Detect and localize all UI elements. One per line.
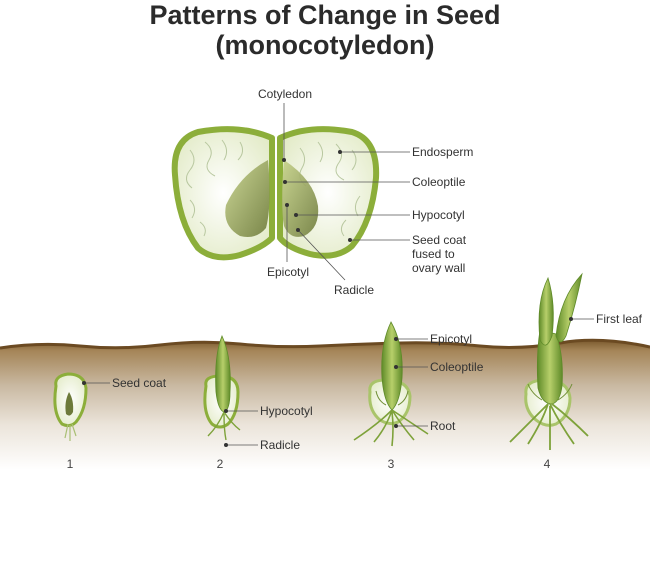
label-seed-coat-line3: ovary wall bbox=[412, 261, 465, 275]
label-endosperm: Endosperm bbox=[412, 145, 473, 159]
stage-1-number: 1 bbox=[67, 457, 74, 471]
stage-4-seedling bbox=[509, 272, 589, 450]
stage-2-label-hypocotyl: Hypocotyl bbox=[260, 404, 313, 418]
embryo-left bbox=[225, 160, 270, 237]
label-cotyledon: Cotyledon bbox=[258, 87, 312, 101]
stage-1-label-seed-coat: Seed coat bbox=[112, 376, 167, 390]
embryo-right bbox=[282, 160, 319, 237]
stage-4-number: 4 bbox=[544, 457, 551, 471]
label-hypocotyl: Hypocotyl bbox=[412, 208, 465, 222]
title-line-1: Patterns of Change in Seed bbox=[149, 0, 501, 30]
diagram-title: Patterns of Change in Seed (monocotyledo… bbox=[0, 0, 650, 60]
stage-4-label-first-leaf: First leaf bbox=[596, 312, 643, 326]
main-seed bbox=[171, 126, 380, 261]
title-line-2: (monocotyledon) bbox=[215, 30, 435, 60]
label-seed-coat-line1: Seed coat bbox=[412, 233, 467, 247]
main-seed-leaders bbox=[282, 103, 410, 281]
soil-band bbox=[0, 340, 650, 470]
stage-2-label-radicle: Radicle bbox=[260, 438, 300, 452]
stage-1-seed bbox=[53, 372, 88, 441]
label-epicotyl: Epicotyl bbox=[267, 265, 309, 279]
label-radicle: Radicle bbox=[334, 283, 374, 297]
stage-3-label-coleoptile: Coleoptile bbox=[430, 360, 484, 374]
stage-2-number: 2 bbox=[217, 457, 224, 471]
stage-3-label-root: Root bbox=[430, 419, 456, 433]
stage-3-label-epicotyl: Epicotyl bbox=[430, 332, 472, 346]
stage-3-seedling bbox=[353, 321, 429, 447]
stage-2-seedling bbox=[203, 334, 241, 441]
stage-3-number: 3 bbox=[388, 457, 395, 471]
label-seed-coat-line2: fused to bbox=[412, 247, 455, 261]
label-coleoptile: Coleoptile bbox=[412, 175, 466, 189]
